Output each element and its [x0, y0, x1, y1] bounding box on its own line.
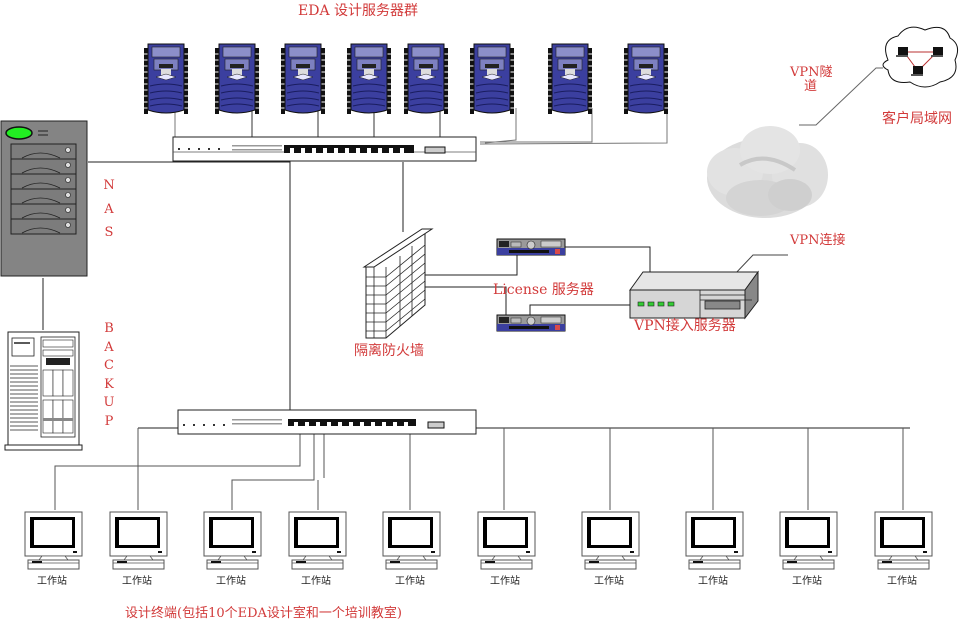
workstation-label: 工作站 [37, 576, 67, 587]
client-computer-icons [896, 47, 943, 76]
backup-letter: A [104, 339, 114, 355]
eda-server-8[interactable] [623, 43, 669, 115]
bottom-switch[interactable] [177, 409, 477, 435]
license-server-2[interactable] [496, 314, 566, 332]
vpn-connection-label: VPN连接 [790, 233, 846, 248]
workstation-label: 工作站 [792, 576, 822, 587]
eda-servers-label: EDA 设计服务器群 [298, 3, 419, 19]
firewall-device[interactable] [362, 228, 434, 339]
nas-device[interactable] [0, 120, 88, 277]
eda-server-4[interactable] [346, 43, 392, 115]
nas-letter: N [103, 178, 115, 193]
eda-server-group [143, 43, 669, 115]
workstation-label: 工作站 [216, 576, 246, 587]
workstation-label: 工作站 [698, 576, 728, 587]
eda-server-3[interactable] [280, 43, 326, 115]
backup-label: B A C K U P [102, 320, 116, 431]
eda-server-2[interactable] [214, 43, 260, 115]
workstation-7[interactable] [581, 511, 640, 570]
workstation-group [24, 511, 933, 570]
internet-cloud [707, 126, 828, 218]
workstation-2[interactable] [109, 511, 168, 570]
console-port[interactable] [424, 146, 446, 154]
backup-letter: C [104, 358, 114, 373]
workstation-label: 工作站 [490, 576, 520, 587]
workstation-4[interactable] [288, 511, 347, 570]
workstation-label: 工作站 [395, 576, 425, 587]
firewall-label: 隔离防火墙 [354, 343, 424, 359]
eda-server-6[interactable] [469, 43, 515, 115]
nas-letter: S [104, 225, 114, 240]
status-leds [637, 301, 675, 307]
disk-bays [10, 143, 77, 235]
workstation-8[interactable] [685, 511, 744, 570]
nas-letter: A [104, 201, 114, 217]
vpn-tunnel-label: VPN隧 道 [790, 65, 833, 95]
workstation-label: 工作站 [887, 576, 917, 587]
backup-device[interactable] [4, 331, 83, 451]
workstation-label: 工作站 [122, 576, 152, 587]
workstation-label: 工作站 [301, 576, 331, 587]
eda-server-7[interactable] [547, 43, 593, 115]
backup-letter: K [104, 376, 114, 392]
nas-label: N A S [102, 174, 116, 245]
backup-letter: P [104, 413, 114, 429]
power-led-icon [5, 126, 33, 140]
backup-letter: B [104, 321, 114, 336]
terminals-caption: 设计终端(包括10个EDA设计室和一个培训教室) [125, 606, 402, 621]
workstation-5[interactable] [382, 511, 441, 570]
vpn-server-device[interactable] [629, 270, 759, 320]
workstation-6[interactable] [477, 511, 536, 570]
license-server-1[interactable] [496, 238, 566, 256]
vpn-server-label: VPN接入服务器 [634, 318, 736, 334]
top-switch[interactable] [172, 136, 477, 162]
console-port[interactable] [427, 421, 445, 429]
eda-server-5[interactable] [403, 43, 449, 115]
workstation-10[interactable] [874, 511, 933, 570]
license-server-label: License 服务器 [493, 282, 594, 298]
client-lan[interactable] [882, 26, 959, 88]
eda-server-1[interactable] [143, 43, 189, 115]
client-lan-label: 客户局域网 [882, 111, 952, 127]
vpn-tunnel-label-line1: VPN隧 [790, 65, 833, 80]
workstation-1[interactable] [24, 511, 83, 570]
vpn-tunnel-label-line2: 道 [804, 79, 818, 95]
workstation-9[interactable] [779, 511, 838, 570]
workstation-label: 工作站 [594, 576, 624, 587]
backup-letter: U [103, 395, 115, 410]
workstation-3[interactable] [203, 511, 262, 570]
